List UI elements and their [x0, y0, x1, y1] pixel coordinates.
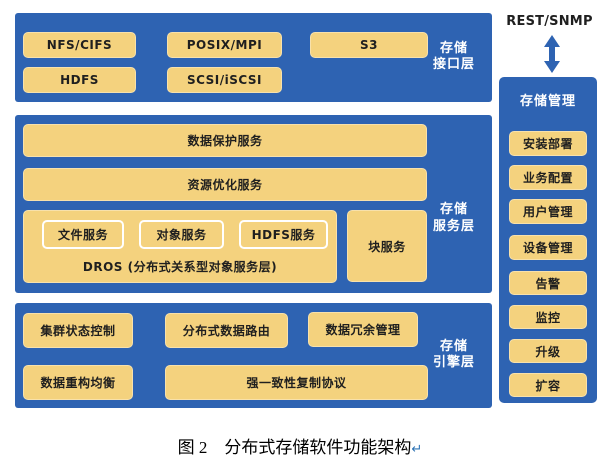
dros-label: DROS (分布式关系型对象服务层)	[82, 260, 278, 274]
storage-service-layer: 数据保护服务 资源优化服务 文件服务 对象服务 HDFS服务 DROS (分布式…	[15, 115, 492, 293]
business-config-box: 业务配置	[509, 165, 587, 190]
upgrade-box: 升级	[509, 339, 587, 363]
storage-management-panel: 存储管理 安装部署 业务配置 用户管理 设备管理 告警 监控 升级 扩容	[499, 77, 597, 403]
user-management-box: 用户管理	[509, 199, 587, 224]
alarm-box: 告警	[509, 271, 587, 295]
posix-mpi-box: POSIX/MPI	[167, 32, 282, 58]
hdfs-service-box: HDFS服务	[239, 220, 328, 249]
rest-snmp-label: REST/SNMP	[506, 14, 593, 29]
data-redundancy-management-box: 数据冗余管理	[308, 312, 418, 347]
interface-layer-label: 存储 接口层	[432, 40, 475, 73]
s3-box: S3	[310, 32, 428, 58]
object-service-box: 对象服务	[139, 220, 224, 249]
figure-caption-text: 图 2 分布式存储软件功能架构	[177, 438, 412, 457]
dros-container: 文件服务 对象服务 HDFS服务 DROS (分布式关系型对象服务层)	[23, 210, 337, 283]
storage-management-header: 存储管理	[519, 94, 576, 109]
storage-engine-layer: 集群状态控制 分布式数据路由 数据冗余管理 数据重构均衡 强一致性复制协议 存储…	[15, 303, 492, 408]
resource-optimization-service-box: 资源优化服务	[23, 168, 427, 201]
distributed-data-routing-box: 分布式数据路由	[165, 313, 288, 348]
block-service-box: 块服务	[347, 210, 427, 282]
figure-caption: 图 2 分布式存储软件功能架构↵	[0, 433, 600, 458]
hdfs-box: HDFS	[23, 67, 136, 93]
file-service-box: 文件服务	[42, 220, 124, 249]
strong-consistency-replication-box: 强一致性复制协议	[165, 365, 428, 400]
nfs-cifs-box: NFS/CIFS	[23, 32, 136, 58]
device-management-box: 设备管理	[509, 235, 587, 260]
cluster-state-control-box: 集群状态控制	[23, 313, 133, 348]
data-rebuild-balance-box: 数据重构均衡	[23, 365, 133, 400]
data-protection-service-box: 数据保护服务	[23, 124, 427, 157]
storage-interface-layer: NFS/CIFS POSIX/MPI S3 HDFS SCSI/iSCSI 存储…	[15, 13, 492, 102]
expansion-box: 扩容	[509, 373, 587, 397]
monitoring-box: 监控	[509, 305, 587, 329]
install-deploy-box: 安装部署	[509, 131, 587, 156]
scsi-iscsi-box: SCSI/iSCSI	[167, 67, 282, 93]
paragraph-return-mark: ↵	[411, 442, 423, 457]
engine-layer-label: 存储 引擎层	[432, 338, 475, 371]
double-arrow-icon	[543, 35, 561, 73]
service-layer-label: 存储 服务层	[432, 202, 475, 234]
